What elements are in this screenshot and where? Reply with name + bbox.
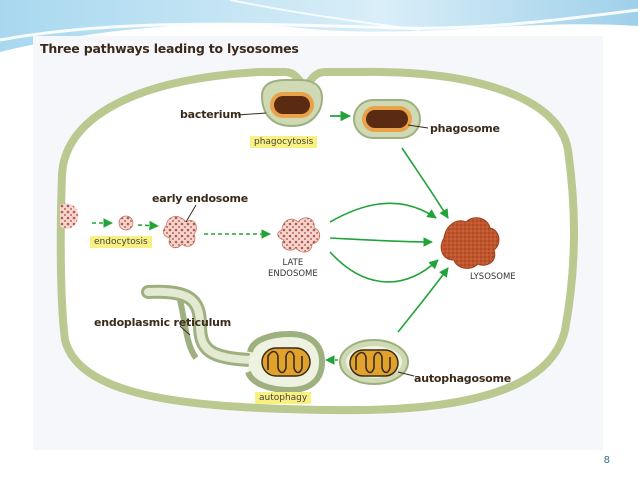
label-endoplasmic-reticulum: endoplasmic reticulum xyxy=(94,316,232,329)
label-phagosome: phagosome xyxy=(430,122,500,135)
autophagosome-leader-line xyxy=(397,371,415,377)
endocytic-vesicle-budding xyxy=(60,203,79,229)
bacterium-leader-line xyxy=(237,112,267,116)
tag-endocytosis: endocytosis xyxy=(90,236,152,248)
label-late-endosome-line2: ENDOSOME xyxy=(268,269,318,279)
arrow-endo-2 xyxy=(137,220,159,231)
label-late-endosome: LATE ENDOSOME xyxy=(268,258,318,280)
label-bacterium: bacterium xyxy=(180,108,242,121)
arrow-late-endosome-to-lysosome-upper xyxy=(329,202,437,223)
tag-phagocytosis: phagocytosis xyxy=(250,136,318,148)
tag-autophagy: autophagy xyxy=(255,392,312,404)
arrow-late-endosome-to-lysosome-middle xyxy=(329,237,433,247)
phagosome-leader-line xyxy=(407,124,429,129)
figure-title: Three pathways leading to lysosomes xyxy=(40,41,299,56)
phagosome-shape xyxy=(353,99,421,139)
early-endosome-shape xyxy=(162,216,197,249)
label-late-endosome-line1: LATE xyxy=(282,258,304,268)
forming-autophagosome xyxy=(245,330,326,394)
autophagosome-shape xyxy=(339,339,409,385)
header-decoration xyxy=(0,0,638,52)
page-number: 8 xyxy=(603,455,610,466)
er-leader-line xyxy=(179,325,191,336)
label-autophagosome: autophagosome xyxy=(414,372,512,385)
bacterium-engulfing xyxy=(260,79,324,128)
late-endosome-shape xyxy=(277,217,321,253)
early-endosome-leader-line xyxy=(185,204,197,223)
arrow-late-endosome-to-lysosome-lower xyxy=(329,251,439,283)
arrow-phagosome-to-lysosome xyxy=(401,147,449,219)
label-lysosome: LYSOSOME xyxy=(470,272,516,282)
label-early-endosome: early endosome xyxy=(152,192,249,205)
lysosome-shape xyxy=(440,217,500,269)
arrow-autophagosome-to-lysosome xyxy=(397,267,449,333)
endocytic-vesicle xyxy=(118,215,134,231)
